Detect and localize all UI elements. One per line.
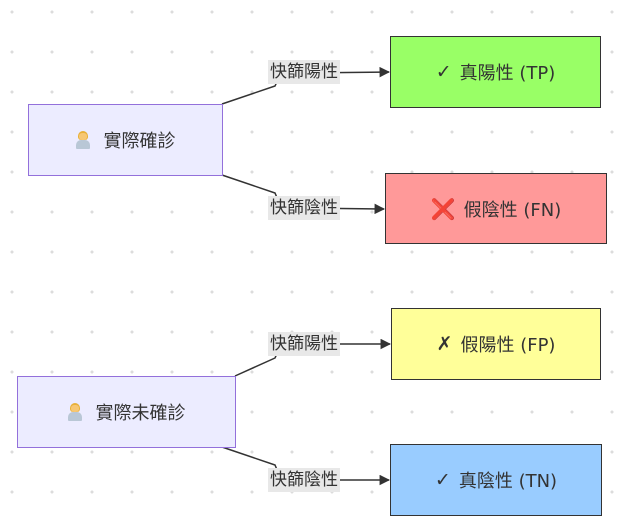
node-fp[interactable]: ✗ 假陽性 (FP) [391,308,601,380]
node-fn-label: 假陰性 (FN) [463,199,562,221]
cross-mark-icon: ❌ [430,196,456,221]
node-fp-label: 假陽性 (FP) [460,335,556,356]
ballot-x-icon: ✗ [436,333,453,355]
node-fn[interactable]: ❌ 假陰性 (FN) [385,173,607,244]
node-tn[interactable]: ✓ 真陰性 (TN) [390,444,602,516]
edge-label-an-tn: 快篩陰性 [268,468,340,492]
node-actual-negative[interactable]: 實際未確診 [17,376,236,448]
doctor-icon [75,131,90,149]
node-tn-label: 真陰性 (TN) [458,471,558,492]
doctor-icon [67,403,82,421]
edge-label-ap-tp: 快篩陽性 [268,60,340,84]
node-actual-positive[interactable]: 實際確診 [28,104,223,176]
edge-label-an-fp: 快篩陽性 [268,332,340,356]
node-tp[interactable]: ✓ 真陽性 (TP) [390,36,601,108]
check-mark-icon: ✓ [434,469,451,491]
node-actual-positive-label: 實際確診 [103,131,176,152]
node-actual-negative-label: 實際未確診 [95,403,186,424]
edge-label-ap-fn: 快篩陰性 [268,196,340,220]
node-tp-label: 真陽性 (TP) [459,63,556,84]
check-mark-icon: ✓ [435,61,452,83]
